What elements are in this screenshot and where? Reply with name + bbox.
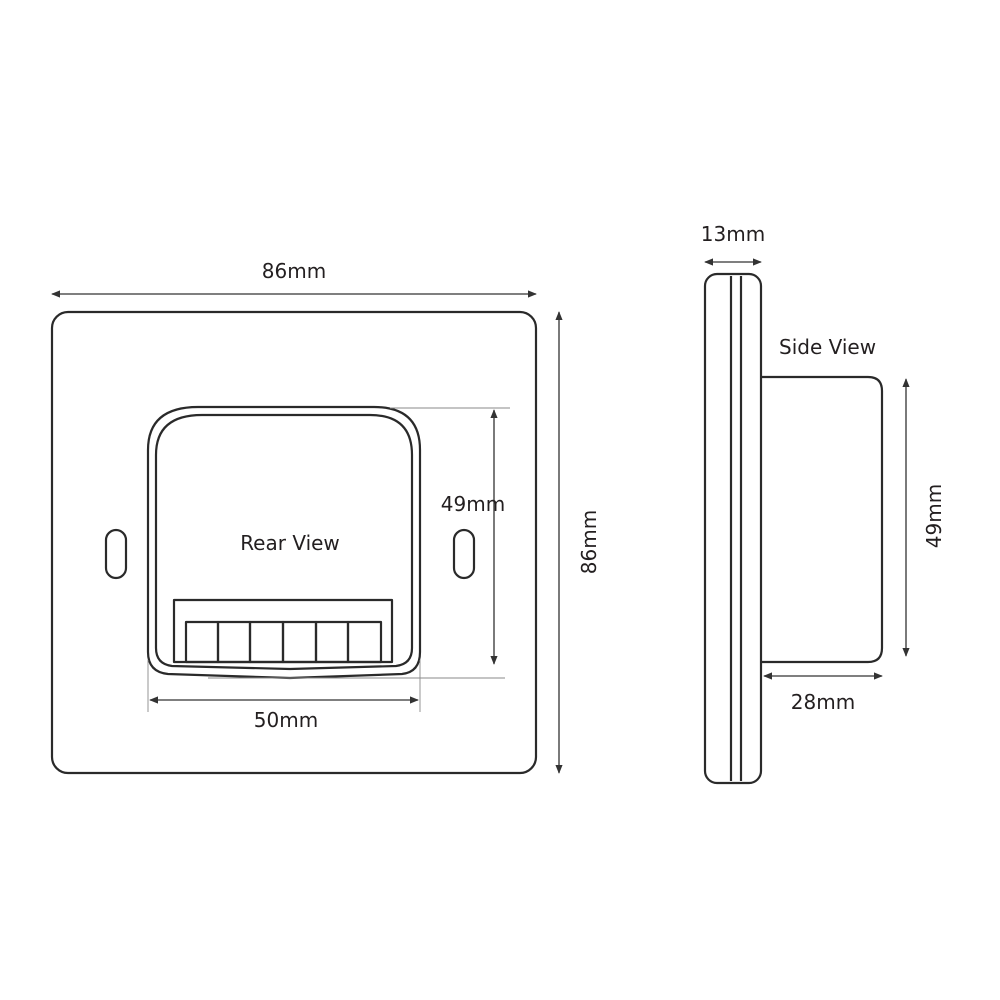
- side-module-body: [756, 375, 884, 664]
- rear-height-label: 86mm: [577, 510, 601, 574]
- side-view: Side View 13mm 49mm 28mm: [701, 222, 946, 785]
- mounting-slot-left: [104, 528, 128, 580]
- module-width-label: 50mm: [254, 708, 318, 732]
- terminal-2: [216, 620, 252, 664]
- side-module-depth-label: 28mm: [791, 690, 855, 714]
- module-inner-outline: [154, 413, 414, 671]
- terminal-block: [172, 598, 394, 664]
- terminal-4: [281, 620, 318, 664]
- terminal-1: [184, 620, 220, 664]
- rear-view-title: Rear View: [240, 531, 340, 555]
- terminal-3: [248, 620, 285, 664]
- side-view-title: Side View: [779, 335, 876, 359]
- side-thickness-label: 13mm: [701, 222, 765, 246]
- rear-width-label: 86mm: [262, 259, 326, 283]
- terminal-5: [314, 620, 350, 664]
- rear-view: Rear View 86mm 86mm 49mm 50mm: [50, 259, 601, 775]
- terminal-6: [346, 620, 383, 664]
- mounting-slot-right: [452, 528, 476, 580]
- side-faceplate: [703, 272, 763, 785]
- side-module-height-label: 49mm: [922, 484, 946, 548]
- rear-plate: [50, 310, 538, 775]
- module-height-label: 49mm: [441, 492, 505, 516]
